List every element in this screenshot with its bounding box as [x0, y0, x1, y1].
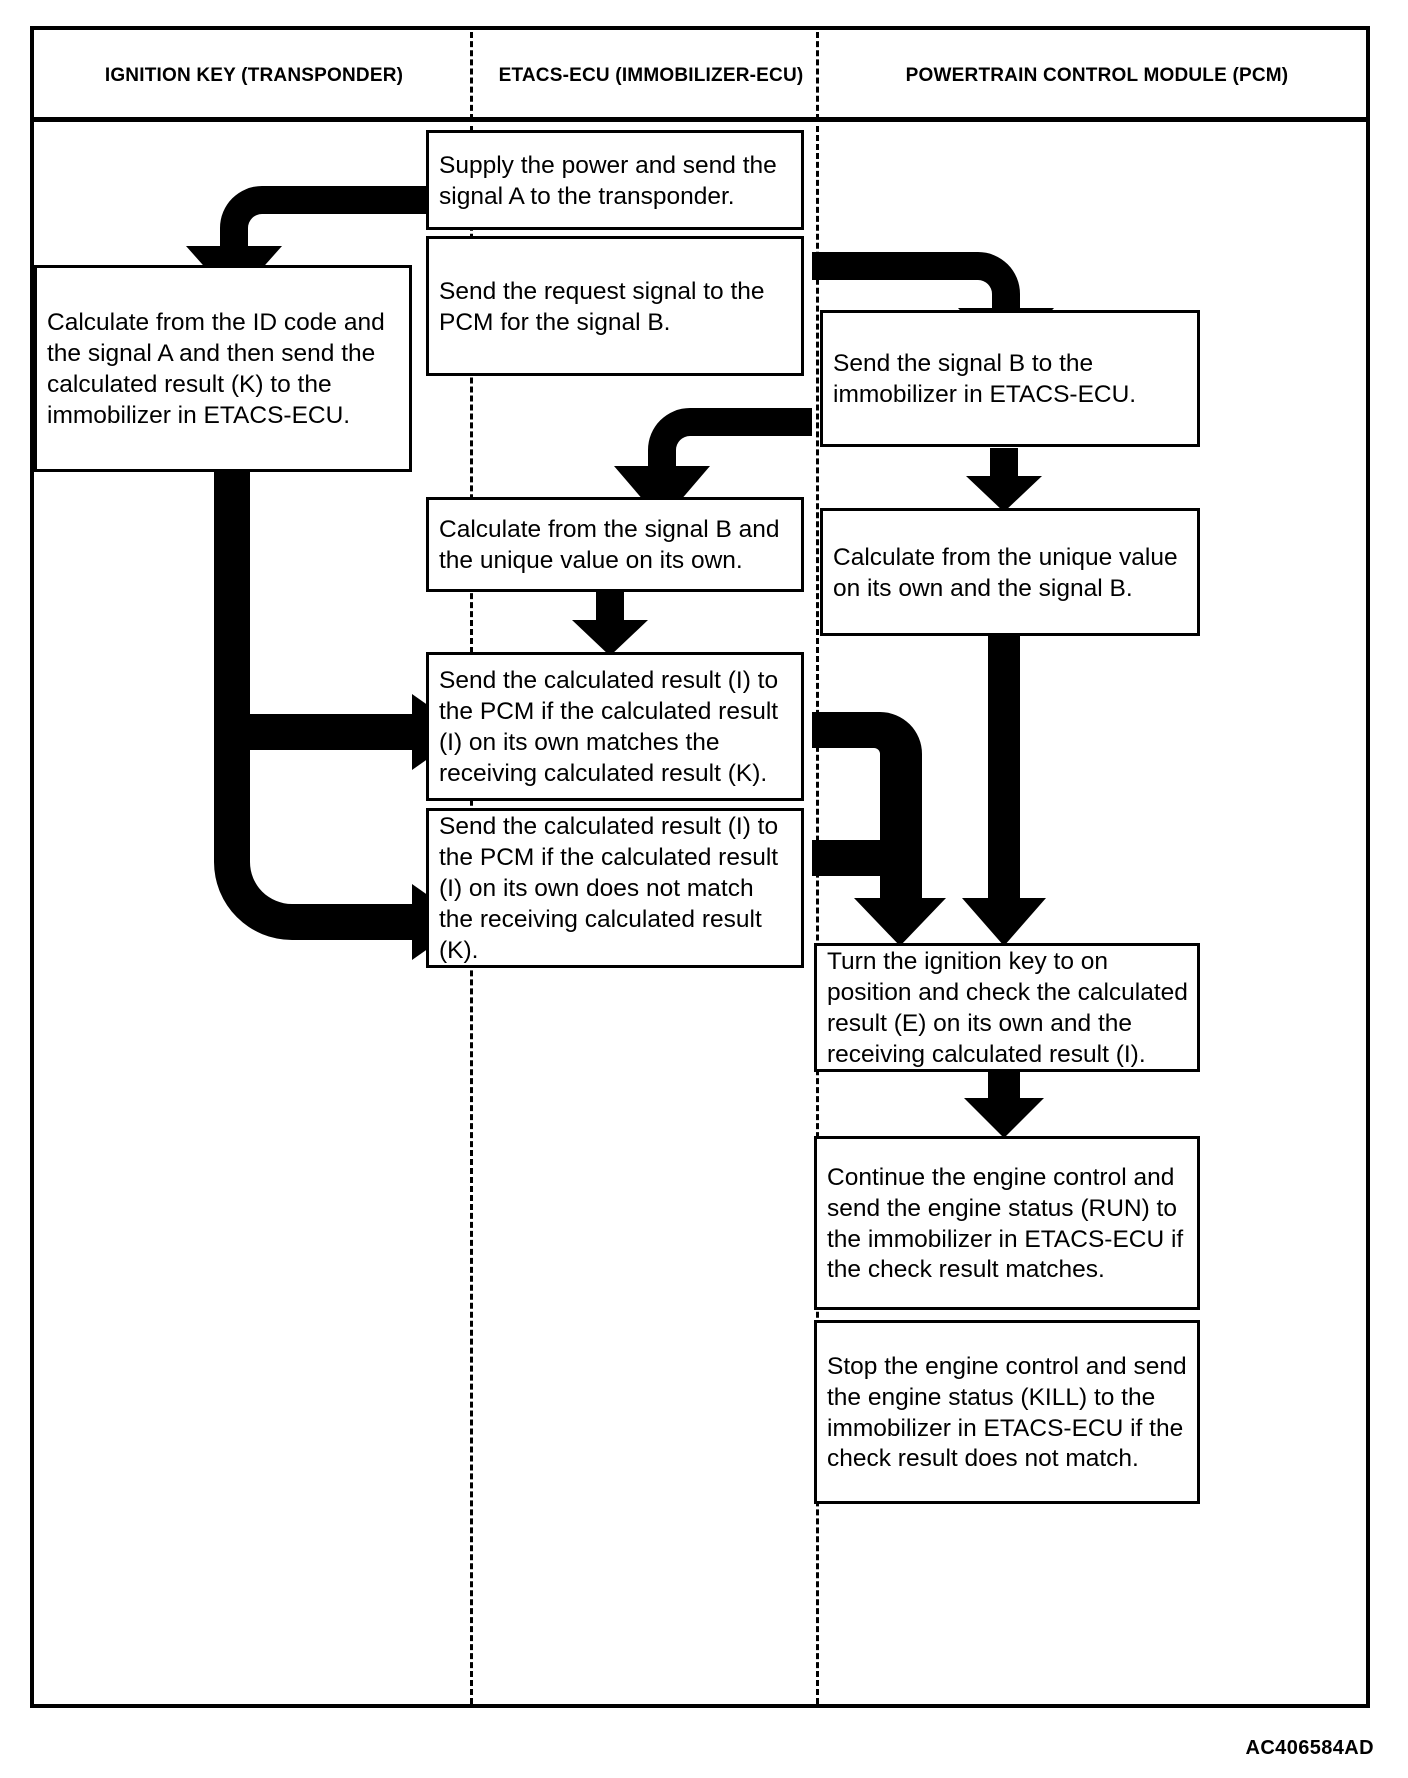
box-key-calculate: Calculate from the ID code and the signa… — [34, 265, 412, 472]
flow-arrow-pcm-to-etacs — [614, 408, 812, 522]
flow-arrow-etacs-to-pcm-check — [812, 712, 946, 946]
column-header-etacs-ecu: ETACS-ECU (IMMOBILIZER-ECU) — [498, 65, 804, 86]
lane-separator-2 — [816, 126, 819, 1704]
column-header-pcm: POWERTRAIN CONTROL MODULE (PCM) — [905, 65, 1289, 86]
column-header-band: IGNITION KEY (TRANSPONDER) ETACS-ECU (IM… — [34, 30, 1366, 122]
box-pcm-calculate: Calculate from the unique value on its o… — [820, 508, 1200, 636]
lane-separator-top-1 — [470, 32, 473, 120]
box-etacs-send-result-match: Send the calculated result (I) to the PC… — [426, 652, 804, 801]
box-pcm-stop-engine: Stop the engine control and send the eng… — [814, 1320, 1200, 1504]
box-send-request-signal: Send the request signal to the PCM for t… — [426, 236, 804, 376]
column-header-ignition-key: IGNITION KEY (TRANSPONDER) — [104, 65, 404, 86]
flow-arrow-etacs-down-1 — [572, 592, 648, 656]
flow-arrow-etacs-nomatch-to-pcm-check — [812, 840, 880, 876]
box-etacs-send-result-nomatch: Send the calculated result (I) to the PC… — [426, 808, 804, 968]
box-supply-power: Supply the power and send the signal A t… — [426, 130, 804, 230]
figure-code: AC406584AD — [1245, 1737, 1374, 1759]
lane-separator-top-2 — [816, 32, 819, 120]
flow-arrow-pcm-down-1 — [966, 448, 1042, 512]
box-pcm-send-signal-b: Send the signal B to the immobilizer in … — [820, 310, 1200, 447]
box-pcm-continue-engine: Continue the engine control and send the… — [814, 1136, 1200, 1310]
box-etacs-calculate-signal-b: Calculate from the signal B and the uniq… — [426, 497, 804, 592]
flow-arrow-pcm-check-to-run — [964, 1072, 1044, 1138]
box-pcm-check-result: Turn the ignition key to on position and… — [814, 943, 1200, 1072]
flow-arrow-pcm-calc-to-check — [962, 636, 1046, 946]
